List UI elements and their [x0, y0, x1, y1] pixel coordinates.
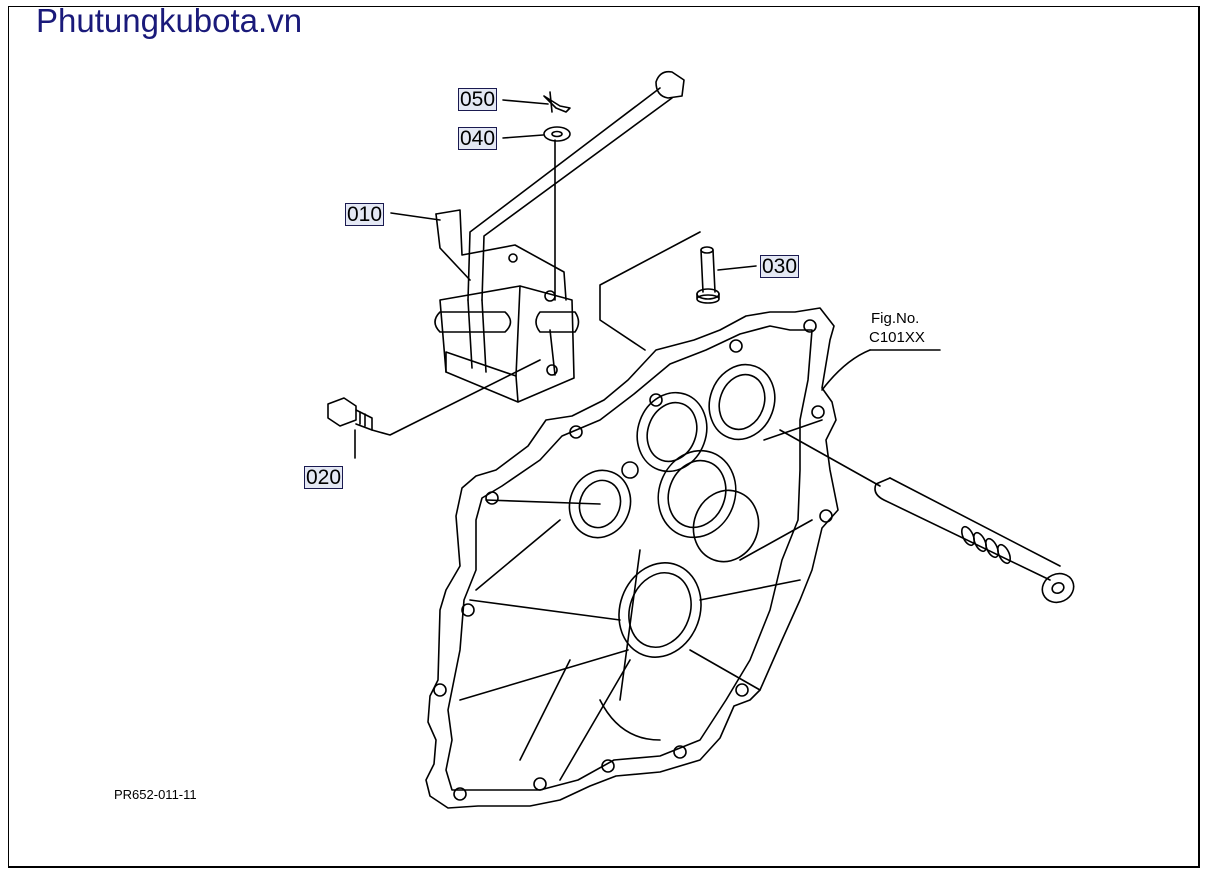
part-label-050[interactable]: 050 [458, 88, 498, 111]
lever-bracket-010 [434, 70, 685, 403]
site-watermark: Phutungkubota.vn [36, 2, 303, 39]
pin-030 [696, 246, 720, 304]
shaft [874, 477, 1075, 604]
fig-number-label: Fig.No. [871, 310, 920, 327]
drawing-code: PR652-011-11 [114, 787, 197, 802]
cotter-pin-050 [543, 91, 571, 113]
part-label-010[interactable]: 010 [345, 203, 385, 226]
part-label-030[interactable]: 030 [760, 255, 800, 278]
part-label-040[interactable]: 040 [458, 127, 498, 150]
leader-lines [354, 99, 941, 459]
fig-number: C101XX [869, 329, 925, 346]
assembly-guides [371, 139, 881, 487]
part-label-020[interactable]: 020 [304, 466, 344, 489]
transmission-cover [425, 307, 839, 809]
drawing-frame [8, 6, 1200, 868]
washer-040 [543, 126, 571, 142]
bolt-020 [327, 397, 373, 431]
